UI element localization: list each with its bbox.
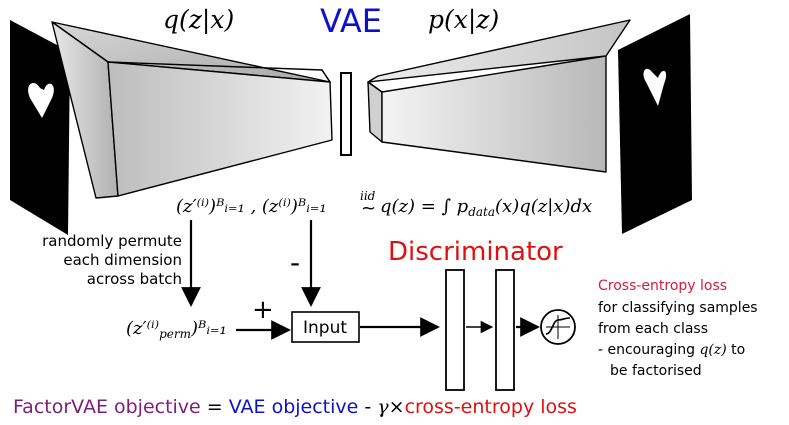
loss-line-4: be factorised <box>610 363 702 379</box>
permuted-samples: (z′⁽ⁱ⁾perm)ᴮᵢ₌₁ <box>126 318 227 341</box>
sigmoid-icon <box>540 309 576 345</box>
decoder-label: p(x|z) <box>428 5 499 35</box>
vae-title: VAE <box>320 2 382 40</box>
gamma-symbol: γ <box>377 396 389 418</box>
input-image <box>10 20 70 235</box>
vae-objective: VAE objective <box>229 396 359 418</box>
encoder-block <box>51 21 333 199</box>
loss-line-1: for classifying samples <box>598 300 758 316</box>
heart-icon <box>643 68 667 106</box>
iid-label: iid <box>360 189 376 203</box>
sampling-formula-left: (z′⁽ⁱ⁾)ᴮᵢ₌₁ , (z⁽ⁱ⁾)ᴮᵢ₌₁ <box>176 196 327 217</box>
loss-line-3: - encouraging q(z) to <box>598 342 745 358</box>
discriminator-layer-1 <box>445 269 465 391</box>
sampling-formula: (z′⁽ⁱ⁾)ᴮᵢ₌₁ , (z⁽ⁱ⁾)ᴮᵢ₌₁ iid ~ q(z) = ∫ … <box>176 189 592 219</box>
tilde-sign: ~ <box>361 198 376 219</box>
permute-line-3: across batch <box>87 270 182 288</box>
factorvae-objective: FactorVAE objective <box>13 396 201 418</box>
permuted-samples-sub: perm <box>159 327 191 341</box>
cross-entropy-term: cross-entropy loss <box>405 396 577 418</box>
latent-bar <box>340 72 352 156</box>
input-box-label: Input <box>303 318 347 338</box>
sampling-formula-tail: (x)q(z|x)dx <box>495 196 592 217</box>
input-box <box>291 311 360 343</box>
permuted-samples-head: (z′⁽ⁱ⁾ <box>126 318 159 339</box>
heart-icon <box>28 83 54 118</box>
loss-line-3-text: - encouraging <box>598 342 699 358</box>
loss-line-2: from each class <box>598 321 708 337</box>
loss-to: to <box>727 342 746 358</box>
permute-line-1: randomly permute <box>42 232 182 250</box>
plus-sign: + <box>252 295 274 325</box>
discriminator-title: Discriminator <box>388 237 563 267</box>
encoder-label: q(z|x) <box>163 5 234 35</box>
output-image <box>618 14 692 234</box>
decoder-block <box>367 19 631 173</box>
permuted-samples-tail: )ᴮᵢ₌₁ <box>190 318 227 339</box>
sampling-formula-right: q(z) = ∫ pdata(x)q(z|x)dx <box>380 196 592 219</box>
minus-operator: - <box>358 396 377 418</box>
discriminator-layer-2 <box>495 269 515 391</box>
loss-qz: q(z) <box>699 342 726 358</box>
sampling-formula-head: q(z) = ∫ p <box>380 196 469 217</box>
times-symbol: × <box>389 396 405 418</box>
minus-sign: - <box>290 246 300 279</box>
loss-title: Cross-entropy loss <box>598 278 727 294</box>
objective-equation: FactorVAE objective = VAE objective - γ×… <box>13 396 577 418</box>
permute-line-2: each dimension <box>63 251 182 269</box>
sampling-formula-data: data <box>468 205 495 219</box>
equals-sign: = <box>201 396 229 418</box>
